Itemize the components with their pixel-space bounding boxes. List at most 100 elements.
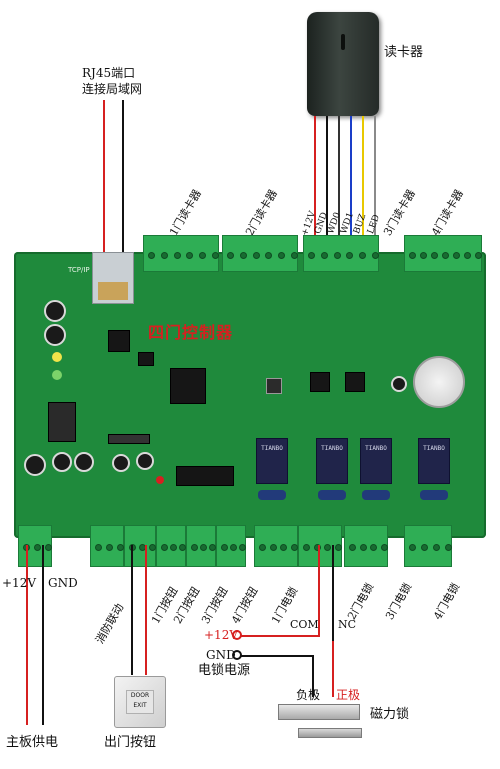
terminal-screw (303, 544, 310, 551)
terminal-screw (179, 544, 186, 551)
terminal-screw (227, 251, 234, 259)
capacitor-4 (24, 454, 46, 476)
com-label: COM (290, 618, 319, 631)
relay-2: TIANBO (316, 438, 348, 484)
terminal-screw (239, 251, 247, 259)
terminal-screw (117, 544, 124, 551)
buzzer-led (156, 476, 164, 484)
relay-capacitor-4 (420, 490, 448, 500)
mcu-chip (170, 368, 206, 404)
led-green (52, 370, 62, 380)
reader-wire-black (326, 116, 328, 260)
tcp-ip-label: TCP/IP (68, 266, 90, 274)
terminal-screw (313, 544, 321, 551)
lock-power-plus-terminal (232, 630, 242, 640)
rj45-jack-face (98, 282, 128, 300)
terminal-screw (308, 251, 315, 259)
rj45-port-label: RJ45端口 (82, 66, 136, 80)
term-lock-4 (404, 525, 452, 567)
terminal-screw (265, 251, 273, 259)
chip-small-1 (108, 330, 130, 352)
terminal-screw (359, 544, 367, 551)
chip-small-2 (138, 352, 154, 366)
exit-button-label: 出门按钮 (104, 735, 157, 750)
term-button-2 (156, 525, 186, 567)
power-plus-label: +12V (2, 576, 36, 590)
terminal-screw (239, 544, 246, 551)
capacitor-5 (52, 452, 72, 472)
terminal-screw (280, 544, 288, 551)
button-wire-red (145, 545, 147, 675)
card-reader-device (307, 12, 379, 116)
lock-plus-label: +12V (204, 628, 238, 642)
relay-capacitor-2 (318, 490, 346, 500)
terminal-screw (370, 544, 378, 551)
relay-4: TIANBO (418, 438, 450, 484)
terminal-screw (230, 544, 237, 551)
terminal-screw (34, 544, 41, 551)
lock-power-label: 电锁电源 (198, 663, 251, 678)
terminal-screw (333, 251, 341, 259)
mag-lock-body (278, 704, 360, 720)
terminal-screw (161, 544, 168, 551)
terminal-screw (291, 251, 298, 259)
terminal-screw (433, 544, 440, 551)
terminal-screw (173, 251, 181, 259)
term-lock-1 (254, 525, 298, 567)
mag-lock-plate (298, 728, 362, 738)
nc-wire-red (332, 641, 334, 697)
terminal-screw (291, 544, 298, 551)
term-label-button-3: 3门按钮 (199, 584, 231, 626)
terminal-screw (381, 544, 388, 551)
capacitor-1 (44, 300, 66, 322)
term-lock-2 (298, 525, 342, 567)
terminal-screw (445, 544, 452, 551)
term-label-lock-2: 2门电锁 (345, 580, 377, 622)
reader-port-label-3: 3门读卡器 (381, 187, 418, 238)
term-fire-link (90, 525, 124, 567)
terminal-screw (346, 251, 354, 259)
terminal-screw (209, 544, 216, 551)
board-title: 四门控制器 (148, 323, 234, 342)
terminal-screw (160, 251, 168, 259)
terminal-screw (464, 251, 471, 259)
power-gnd-label: GND (48, 576, 78, 590)
reader-wire-gray (374, 116, 376, 260)
terminal-screw (409, 251, 416, 259)
terminal-screw (475, 251, 482, 259)
reader-terminal-1 (143, 235, 219, 272)
terminal-screw (170, 544, 177, 551)
terminal-screw (442, 251, 449, 259)
com-wire-red-h (240, 635, 320, 637)
terminal-screw (191, 544, 198, 551)
reader-wire-yellow (362, 116, 364, 260)
relay-1: TIANBO (256, 438, 288, 484)
terminal-screw (186, 251, 194, 259)
card-reader-slot (341, 34, 345, 50)
main-power-label: 主板供电 (6, 735, 59, 750)
power-terminal (18, 525, 52, 567)
reader-terminal-3 (303, 235, 379, 272)
terminal-screw (324, 544, 332, 551)
term-button-1 (124, 525, 156, 567)
reader-wire-black-2 (338, 116, 340, 260)
card-reader-label: 读卡器 (384, 45, 424, 60)
terminal-screw (278, 251, 286, 259)
regulator (48, 402, 76, 442)
capacitor-6 (74, 452, 94, 472)
term-label-lock-4: 4门电锁 (431, 580, 463, 622)
mag-lock-label: 磁力锁 (370, 707, 410, 722)
terminal-screw (199, 251, 207, 259)
relay-capacitor-1 (258, 490, 286, 500)
capacitor-3 (391, 376, 407, 392)
exit-plate-text-exit: EXIT (133, 702, 147, 709)
term-button-4 (216, 525, 246, 567)
terminal-screw (453, 251, 460, 259)
terminal-screw (200, 544, 207, 551)
terminal-screw (45, 544, 52, 551)
term-label-lock-3: 3门电锁 (383, 580, 415, 622)
terminal-screw (372, 251, 379, 259)
optocouplers (176, 466, 234, 486)
terminal-screw (349, 544, 356, 551)
